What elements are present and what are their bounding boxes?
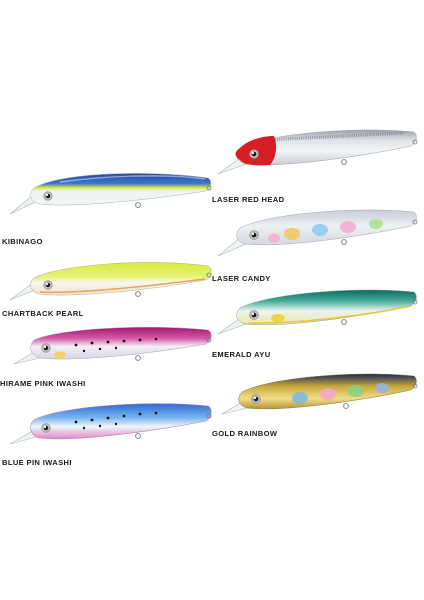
gold-rainbow-lure-illustration xyxy=(221,373,418,415)
blue-pin-iwashi-lure-illustration xyxy=(9,403,212,445)
chartback-pearl-lure-illustration xyxy=(9,262,212,301)
lure-label-laser-red-head: LASER RED HEAD xyxy=(212,195,285,204)
lure-label-gold-rainbow: GOLD RAINBOW xyxy=(212,429,278,438)
lure-label-kibinago: KIBINAGO xyxy=(2,237,43,246)
lure-kibinago xyxy=(0,158,220,228)
lure-label-hirame-pink-iwashi: HIRAME PINK IWASHI xyxy=(0,379,86,388)
lure-label-blue-pin-iwashi: BLUE PIN IWASHI xyxy=(2,458,72,467)
lure-hirame-pink-iwashi xyxy=(0,318,220,388)
lure-label-chartback-pearl: CHARTBACK PEARL xyxy=(2,309,84,318)
lure-chartback-pearl xyxy=(0,248,220,318)
lure-label-emerald-ayu: EMERALD AYU xyxy=(212,350,271,359)
laser-candy-lure-illustration xyxy=(217,209,418,257)
lure-emerald-ayu xyxy=(204,276,424,346)
kibinago-lure-illustration xyxy=(9,173,212,215)
hirame-pink-iwashi-lure-illustration xyxy=(13,327,212,365)
lure-laser-red-head xyxy=(204,118,424,188)
laser-red-head-lure-illustration xyxy=(217,129,418,175)
lure-label-laser-candy: LASER CANDY xyxy=(212,274,271,283)
lure-laser-candy xyxy=(204,198,424,268)
emerald-ayu-lure-illustration xyxy=(217,289,418,335)
lure-blue-pin-iwashi xyxy=(0,388,220,458)
lure-gold-rainbow xyxy=(204,358,424,428)
